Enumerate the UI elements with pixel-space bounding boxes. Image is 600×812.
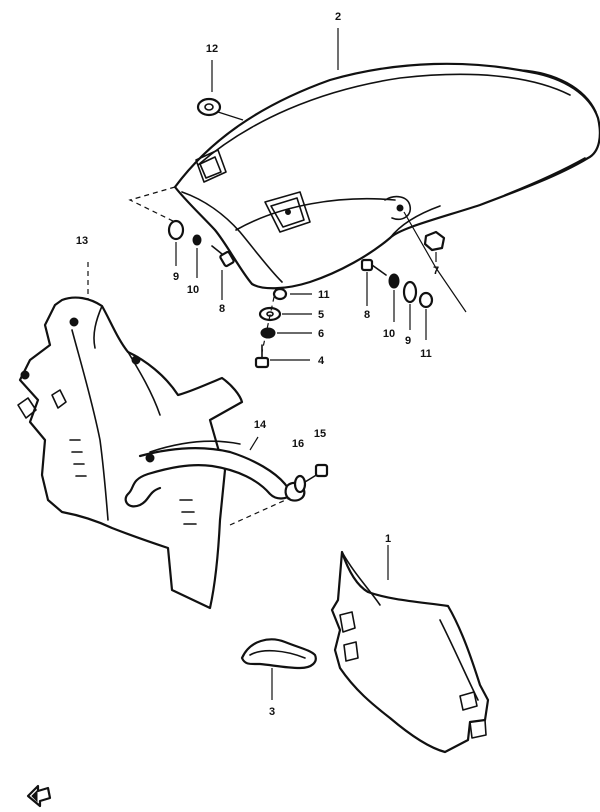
- inner-fender: [17, 262, 244, 610]
- callout-2: 2: [335, 11, 341, 23]
- grommet-6: [260, 327, 276, 339]
- callout-11-center: 11: [318, 289, 330, 301]
- callout-13: 13: [76, 235, 88, 247]
- bolt-15: [304, 463, 329, 483]
- callout-4: 4: [318, 355, 325, 367]
- callout-8-left: 8: [219, 303, 225, 315]
- callout-9-left: 9: [173, 271, 179, 283]
- callout-9-right: 9: [405, 335, 411, 347]
- bolt-4: [254, 344, 270, 369]
- washer-12: [196, 97, 222, 117]
- callout-11-right: 11: [420, 348, 432, 360]
- leader-lines: [175, 28, 437, 361]
- callout-15: 15: [314, 428, 326, 440]
- callout-1: 1: [385, 533, 391, 545]
- callout-8-right: 8: [364, 309, 370, 321]
- clip: [240, 638, 317, 700]
- callout-5: 5: [318, 309, 324, 321]
- washer-5: [258, 306, 282, 322]
- lockwasher-10-right: [388, 273, 400, 289]
- front-arrow-icon: [26, 784, 52, 808]
- callout-numbers: 1 2 3 4 5 6 7 8 8 9 9 10 10 11 11 12 13 …: [76, 11, 439, 718]
- callout-16: 16: [292, 438, 304, 450]
- callout-14: 14: [254, 419, 267, 431]
- callout-7: 7: [433, 265, 439, 277]
- hardware-15-16: [229, 463, 329, 526]
- callout-6: 6: [318, 328, 324, 340]
- nut-7: [423, 230, 446, 252]
- hardware: [167, 97, 446, 369]
- lockwasher-10-left: [192, 234, 202, 246]
- bolt-8-right: [360, 258, 387, 276]
- nut-11-right: [418, 291, 434, 309]
- washer-9-right: [402, 280, 418, 304]
- washer-16: [293, 474, 307, 494]
- callout-10-right: 10: [383, 328, 395, 340]
- callout-10-left: 10: [187, 284, 199, 296]
- bolt-8-left: [211, 245, 235, 268]
- rear-fender: [128, 62, 600, 313]
- nut-11-center: [272, 287, 288, 301]
- callout-3: 3: [269, 706, 275, 718]
- side-cover: [330, 545, 490, 754]
- callout-12: 12: [206, 43, 218, 55]
- washer-9-left: [167, 219, 185, 241]
